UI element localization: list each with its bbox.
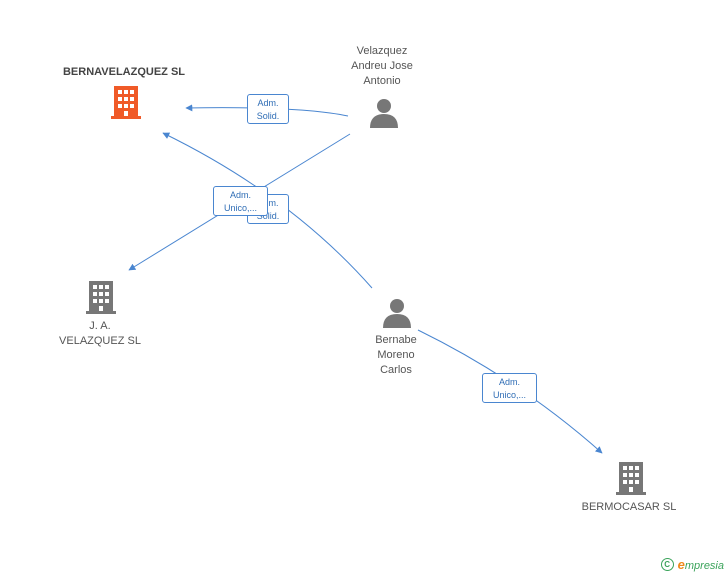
- edge-label-line: Adm.: [257, 98, 279, 108]
- building-icon-bermocasar[interactable]: [616, 462, 646, 495]
- edge-label-velazquez-bernavelazquez[interactable]: Adm. Solid.: [247, 94, 289, 124]
- brand-footer[interactable]: C empresia: [660, 557, 724, 572]
- node-label-line: Bernabe: [375, 334, 417, 346]
- edge-label-line: Adm.: [498, 377, 520, 387]
- node-label-line: Velazquez: [356, 45, 408, 57]
- copyright-icon: C: [660, 558, 674, 571]
- edge-label-line: Adm.: [229, 190, 251, 200]
- node-label-line: Moreno: [377, 349, 415, 361]
- edge-label-line: Unico,...: [492, 390, 526, 400]
- person-icon-bernabe[interactable]: [383, 299, 411, 328]
- brand-initial: e: [677, 557, 685, 572]
- node-label-bernavelazquez[interactable]: BERNAVELAZQUEZ SL: [62, 66, 186, 78]
- building-icon-javelazquez[interactable]: [86, 281, 116, 314]
- node-label-line: J. A.: [89, 320, 111, 332]
- edge-label-bernabe-bermocasar[interactable]: Adm. Unico,...: [482, 373, 537, 403]
- brand-name: mpresia: [684, 560, 724, 572]
- person-icon-velazquez[interactable]: [370, 99, 398, 128]
- node-label-line: Antonio: [363, 75, 401, 87]
- brand-logo: empresia: [678, 557, 724, 572]
- building-icon-bernavelazquez[interactable]: [111, 86, 141, 119]
- edge-label-bernabe-bernavelazquez[interactable]: Adm. Unico,...: [213, 186, 268, 216]
- node-label-velazquez[interactable]: Velazquez Andreu Jose Antonio: [332, 44, 432, 89]
- node-label-line: Carlos: [380, 364, 412, 376]
- node-label-bernabe[interactable]: Bernabe Moreno Carlos: [346, 333, 446, 378]
- edge-label-line: Solid.: [256, 211, 280, 221]
- node-label-line: Andreu Jose: [351, 60, 413, 72]
- node-label-line: VELAZQUEZ SL: [59, 335, 141, 347]
- node-label-javelazquez[interactable]: J. A. VELAZQUEZ SL: [50, 319, 150, 349]
- node-label-bermocasar[interactable]: BERMOCASAR SL: [581, 501, 677, 513]
- edge-label-line: Unico,...: [223, 203, 257, 213]
- edge-label-line: Solid.: [256, 111, 280, 121]
